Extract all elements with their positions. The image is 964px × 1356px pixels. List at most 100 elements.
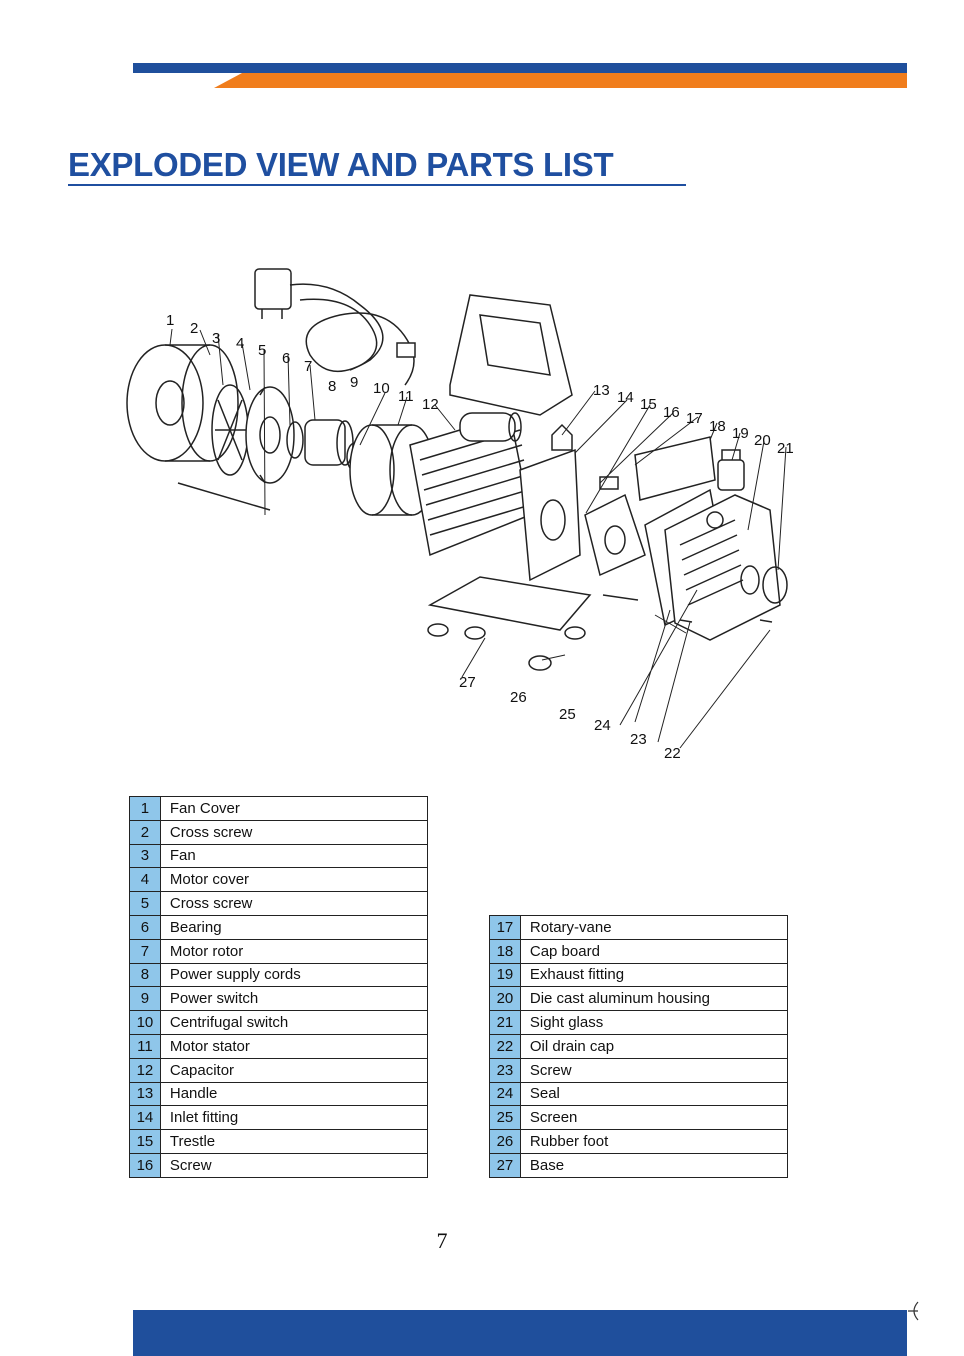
diagram-label: 3 <box>212 330 220 347</box>
housing-screw-drawing <box>679 619 693 623</box>
drain-screw-drawing <box>759 619 773 623</box>
part-name-cell: Fan <box>159 843 429 869</box>
diagram-label: 18 <box>709 418 726 435</box>
motor-cover-drawing <box>245 386 295 484</box>
part-name-cell: Screw <box>159 1152 429 1178</box>
part-name-cell: Handle <box>159 1081 429 1107</box>
part-number-cell: 27 <box>489 1152 521 1178</box>
part-number-cell: 2 <box>129 819 161 845</box>
diagram-label: 13 <box>593 382 610 399</box>
long-bolt-drawing <box>177 482 271 511</box>
diagram-label: 9 <box>350 374 358 391</box>
part-number-cell: 8 <box>129 962 161 988</box>
diagram-label: 26 <box>510 689 527 706</box>
part-number-cell: 1 <box>129 796 161 821</box>
part-number-cell: 26 <box>489 1129 521 1154</box>
part-name-cell: Seal <box>519 1081 789 1107</box>
diagram-label: 14 <box>617 389 634 406</box>
part-number-cell: 25 <box>489 1105 521 1131</box>
part-number-cell: 16 <box>129 1152 161 1178</box>
rubber-foot-drawing <box>528 655 552 671</box>
part-number-cell: 4 <box>129 867 161 893</box>
part-name-cell: Motor rotor <box>159 938 429 964</box>
part-number-cell: 9 <box>129 986 161 1012</box>
part-number-cell: 19 <box>489 962 521 988</box>
inlet-trestle-drawing <box>519 423 581 582</box>
diagram-label: 10 <box>373 380 390 397</box>
header-band-blue <box>133 63 907 73</box>
page-number: 7 <box>436 1228 448 1253</box>
diagram-label: 1 <box>166 312 174 329</box>
motor-rotor-drawing <box>286 419 354 466</box>
part-name-cell: Rubber foot <box>519 1129 789 1154</box>
fan-drawing <box>211 384 249 476</box>
part-number-cell: 10 <box>129 1010 161 1035</box>
diagram-label: 25 <box>559 706 576 723</box>
part-number-cell: 3 <box>129 843 161 869</box>
part-name-cell: Motor cover <box>159 867 429 893</box>
part-name-cell: Inlet fitting <box>159 1105 429 1131</box>
diagram-label: 2 <box>190 320 198 337</box>
part-name-cell: Centrifugal switch <box>159 1010 429 1035</box>
part-number-cell: 5 <box>129 891 161 916</box>
part-number-cell: 20 <box>489 986 521 1012</box>
part-name-cell: Die cast aluminum housing <box>519 986 789 1012</box>
exhaust-fitting-drawing <box>717 449 745 491</box>
base-drawing <box>427 576 592 671</box>
part-name-cell: Fan Cover <box>159 796 429 821</box>
part-number-cell: 24 <box>489 1081 521 1107</box>
handle-drawing <box>449 294 573 416</box>
part-name-cell: Power supply cords <box>159 962 429 988</box>
part-number-cell: 11 <box>129 1033 161 1059</box>
part-number-cell: 14 <box>129 1105 161 1131</box>
part-name-cell: Oil drain cap <box>519 1033 789 1059</box>
diagram-label: 20 <box>754 432 771 449</box>
part-name-cell: Sight glass <box>519 1010 789 1035</box>
diagram-label: 24 <box>594 717 611 734</box>
part-name-cell: Base <box>519 1152 789 1178</box>
part-number-cell: 7 <box>129 938 161 964</box>
diagram-label: 27 <box>459 674 476 691</box>
footer-band-blue <box>133 1310 907 1356</box>
diagram-label: 11 <box>398 388 414 405</box>
title-underline <box>68 184 686 186</box>
part-number-cell: 18 <box>489 938 521 964</box>
part-name-cell: Cap board <box>519 938 789 964</box>
diagram-label: 5 <box>258 342 266 359</box>
part-number-cell: 13 <box>129 1081 161 1107</box>
exploded-view-diagram: 1 2 3 4 5 6 7 8 9 10 11 12 13 14 15 16 1… <box>126 268 794 762</box>
part-name-cell: Trestle <box>159 1129 429 1154</box>
part-number-cell: 12 <box>129 1057 161 1083</box>
part-name-cell: Exhaust fitting <box>519 962 789 988</box>
fan-cover-drawing <box>126 344 239 462</box>
header-band-orange <box>214 73 907 88</box>
diagram-label: 15 <box>640 396 657 413</box>
part-name-cell: Bearing <box>159 914 429 940</box>
part-name-cell: Cross screw <box>159 819 429 845</box>
diagram-label: 4 <box>236 335 244 352</box>
part-name-cell: Rotary-vane <box>519 915 789 940</box>
cap-board-drawing <box>634 436 716 501</box>
part-number-cell: 6 <box>129 914 161 940</box>
